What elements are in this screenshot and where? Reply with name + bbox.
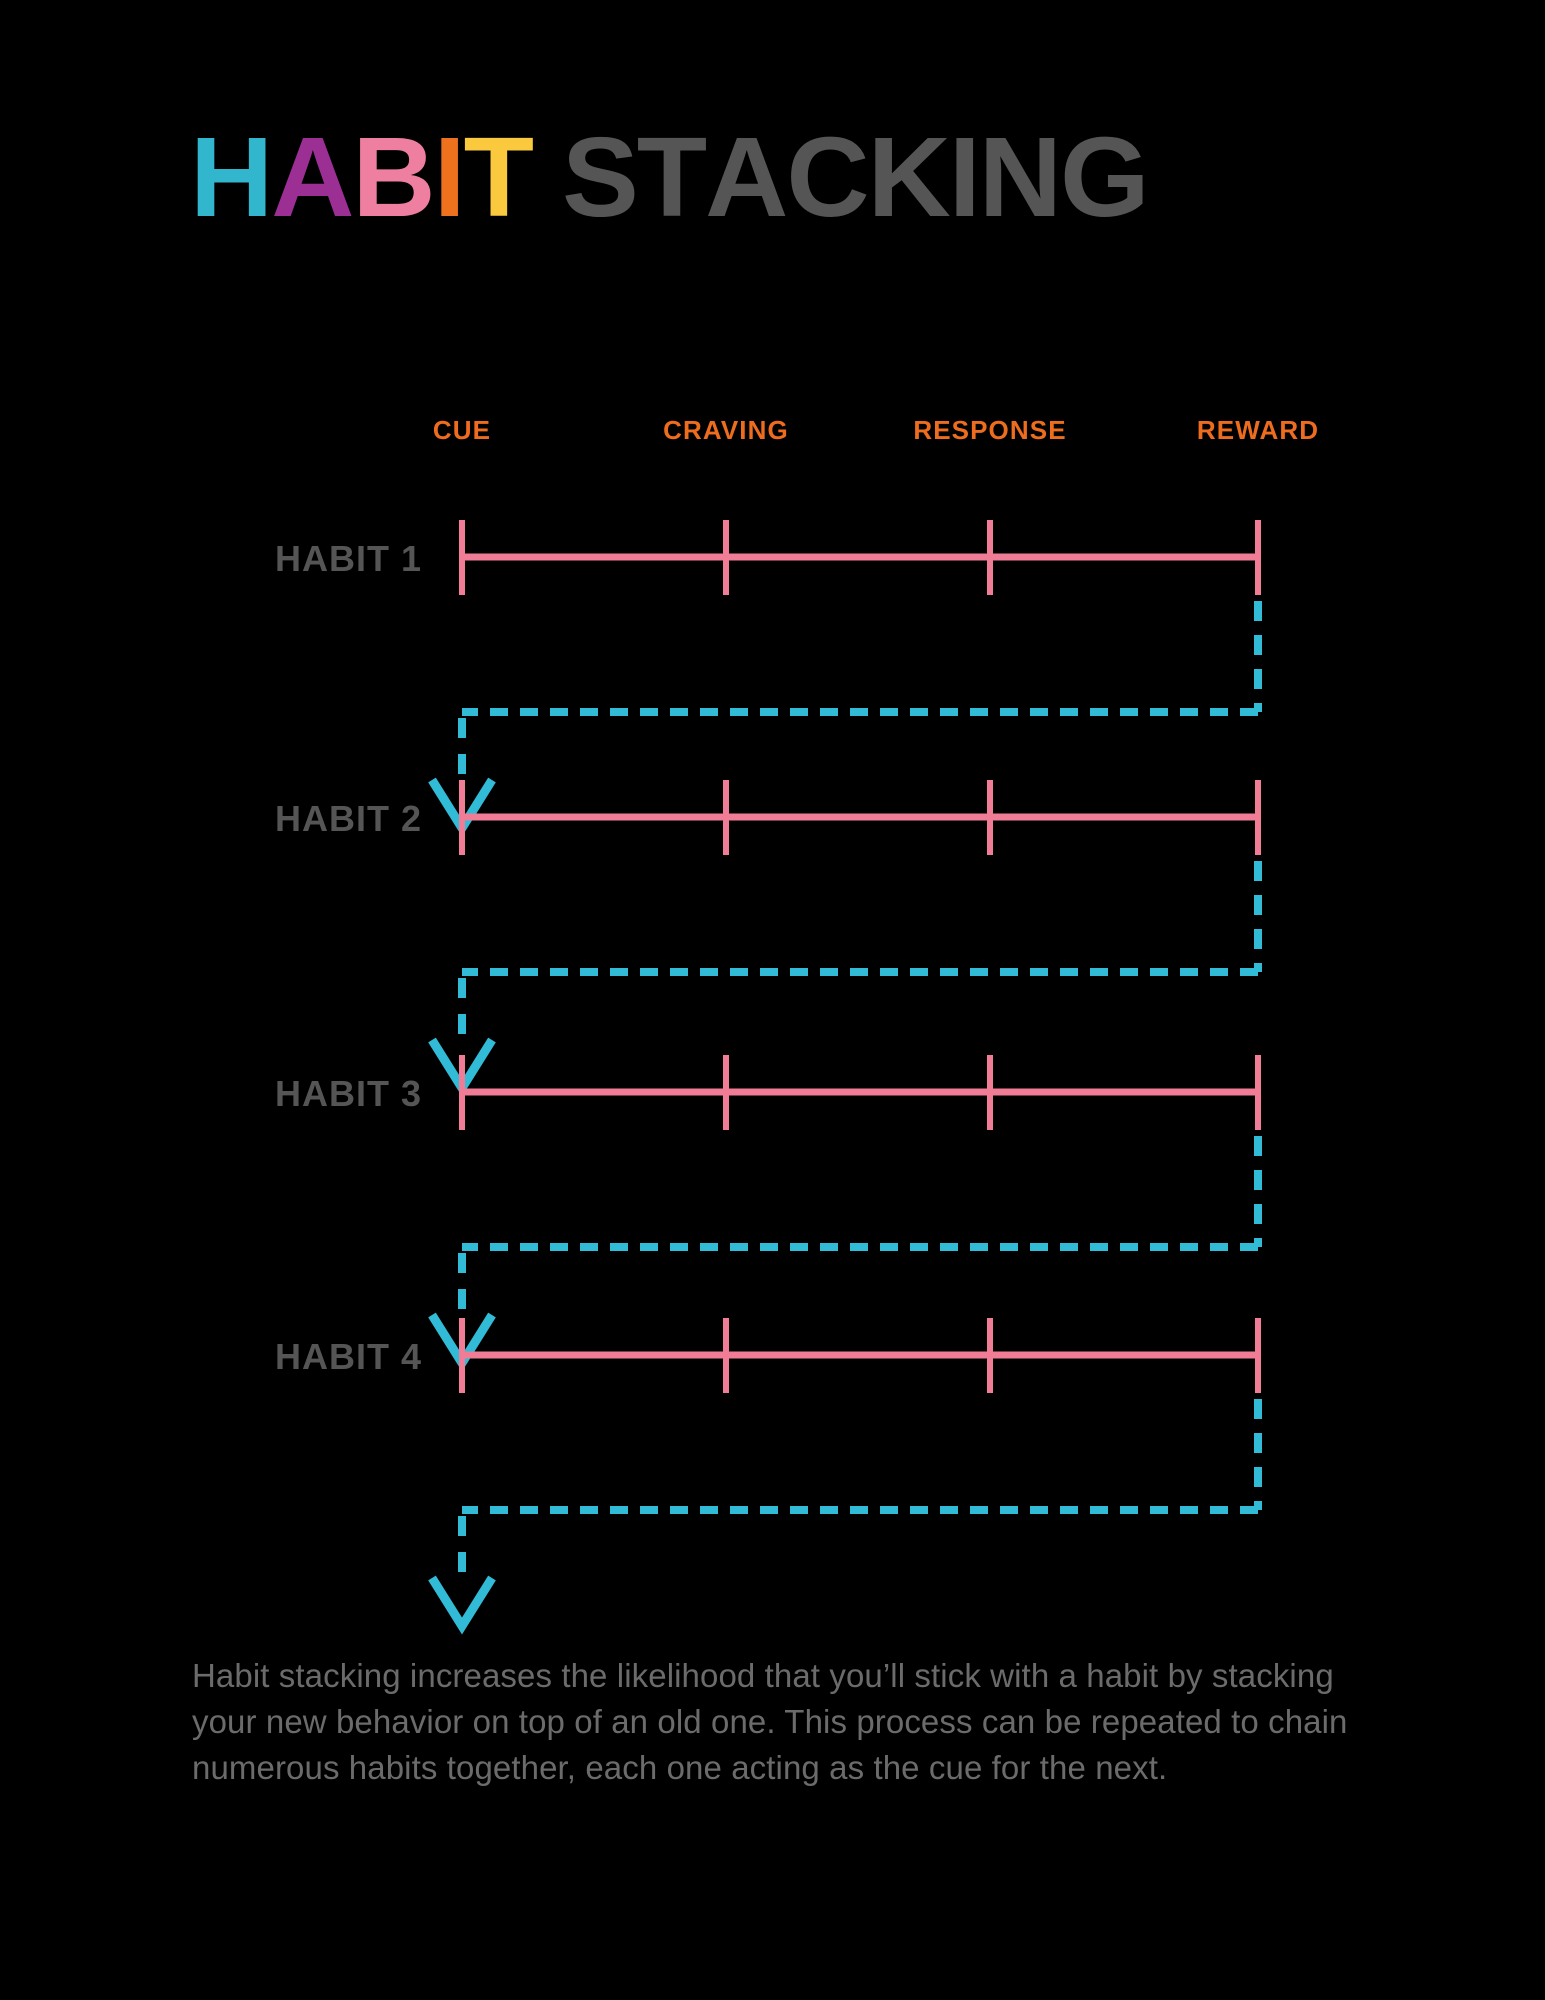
title-letter-i-11: I bbox=[948, 114, 981, 240]
habit-label-4: HABIT 4 bbox=[274, 1336, 422, 1377]
title-letter-s-6: S bbox=[561, 114, 639, 240]
habit-row-2 bbox=[428, 780, 1262, 1097]
title-letter-k-10: K bbox=[867, 114, 951, 240]
title-letter-i-3: I bbox=[433, 114, 466, 240]
column-header-reward: REWARD bbox=[1196, 415, 1320, 445]
title-letter-a-1: A bbox=[271, 114, 354, 240]
habit-row-1 bbox=[428, 520, 1262, 837]
column-header-response: RESPONSE bbox=[913, 415, 1067, 445]
title-letter-c-9: C bbox=[786, 114, 869, 240]
stage-column-headers: CUE CRAVING RESPONSE REWARD bbox=[0, 415, 1545, 449]
title-letter-space-5 bbox=[532, 118, 562, 236]
loop-arrowhead-3 bbox=[428, 1312, 496, 1372]
title-letter-n-12: N bbox=[978, 114, 1062, 240]
title-letter-t-7: T bbox=[636, 114, 707, 240]
title-letter-b-2: B bbox=[352, 114, 435, 240]
column-header-craving: CRAVING bbox=[663, 415, 789, 445]
habit-label-3: HABIT 3 bbox=[274, 1073, 422, 1114]
loop-arrowhead-1 bbox=[428, 777, 496, 837]
loop-arrowhead-4 bbox=[428, 1575, 496, 1635]
habit-label-2: HABIT 2 bbox=[274, 798, 422, 839]
habit-row-4 bbox=[428, 1318, 1262, 1635]
habit-row-3 bbox=[428, 1055, 1262, 1372]
title-letter-t-4: T bbox=[463, 114, 534, 240]
title-letter-g-13: G bbox=[1059, 114, 1150, 240]
description-paragraph: Habit stacking increases the likelihood … bbox=[192, 1657, 1348, 1786]
loop-arrowhead-2 bbox=[428, 1037, 496, 1097]
habit-label-1: HABIT 1 bbox=[274, 538, 422, 579]
column-header-cue: CUE bbox=[432, 415, 492, 445]
title-letter-a-8: A bbox=[705, 114, 788, 240]
title-letter-h-0: H bbox=[190, 114, 273, 240]
